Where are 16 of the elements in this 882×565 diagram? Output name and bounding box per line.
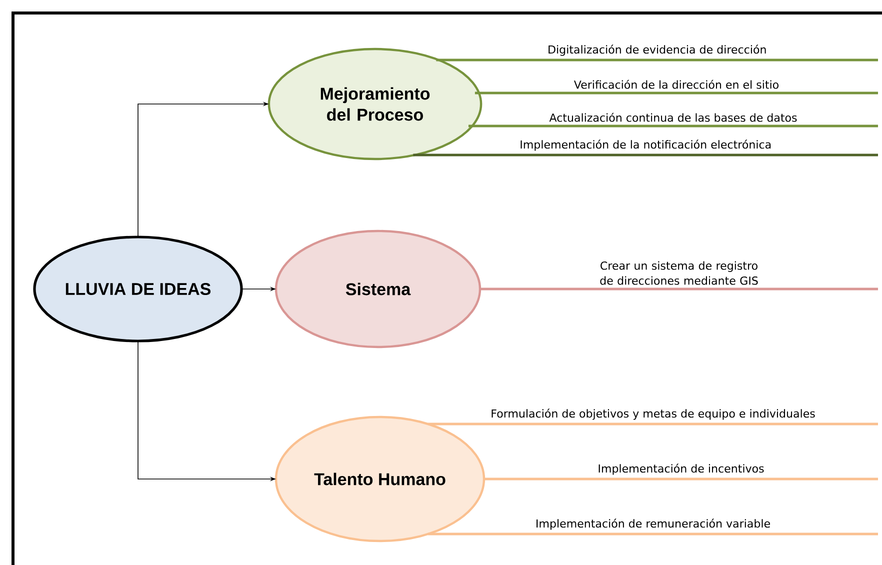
- branch-line: [428, 532, 878, 536]
- branch-label: Verificación de la dirección en el sitio: [574, 80, 778, 89]
- branch-line: [480, 288, 878, 290]
- branch-label: Implementación de incentivos: [598, 464, 764, 475]
- branch-label: Actualización continua de las bases de datos: [549, 112, 797, 122]
- branch-line: [413, 154, 878, 156]
- branch-line: [474, 92, 878, 94]
- branch-label: Crear un sistema de registro de direcciones mediante GIS: [600, 261, 758, 285]
- branch-label: Implementación de la notificación electrónica: [520, 140, 771, 151]
- branch-label: Implementación de remuneración variable: [536, 518, 770, 530]
- branch-line: [484, 478, 878, 480]
- branch-label: Digitalización de evidencia de dirección: [548, 44, 766, 56]
- branch-line: [436, 58, 878, 62]
- branch-line: [468, 124, 878, 128]
- branch-line: [428, 422, 878, 426]
- branch-label: Formulación de objetivos y metas de equipo e individuales: [492, 408, 815, 420]
